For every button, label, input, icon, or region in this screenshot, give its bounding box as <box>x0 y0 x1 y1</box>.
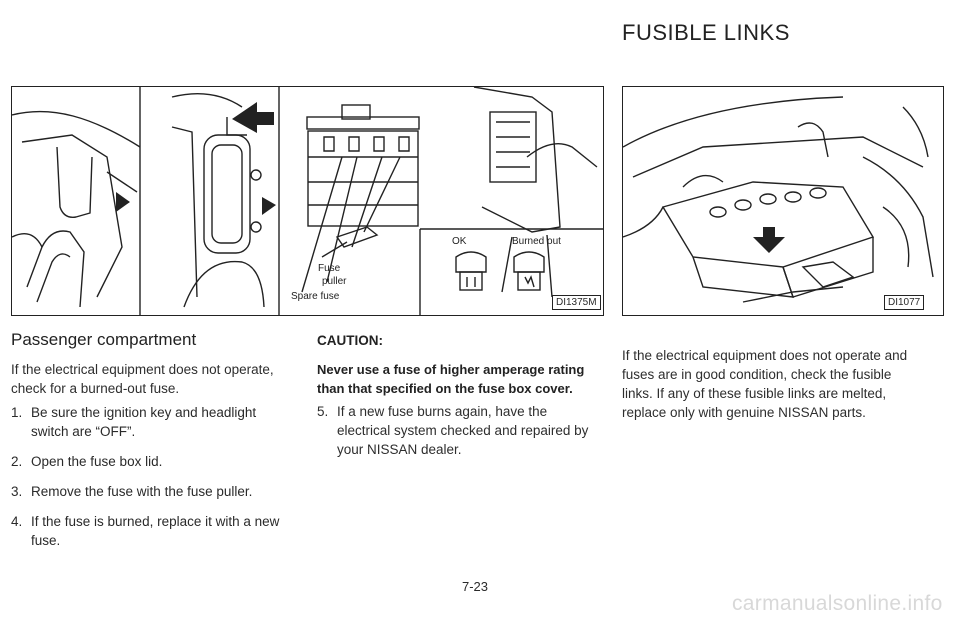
arrow-right-icon <box>262 197 276 215</box>
list-item: 2.Open the fuse box lid. <box>11 454 163 469</box>
list-item: 3.Remove the fuse with the fuse puller. <box>11 484 253 499</box>
figure-code-2: DI1077 <box>884 295 925 310</box>
ok-label: OK <box>452 236 467 247</box>
fuse-puller-label: Fuse <box>318 263 341 274</box>
fuse-box-illustration: Fuse puller Spare fuse OK Burned out <box>11 86 603 315</box>
spare-fuse-label: Spare fuse <box>291 291 340 302</box>
page-number: 7-23 <box>462 579 489 594</box>
arrow-out-icon <box>232 102 274 133</box>
fusible-links-figure: DI1077 <box>622 86 944 316</box>
intro-paragraph: If the electrical equipment does not ope… <box>11 362 274 396</box>
burned-out-label: Burned out <box>512 236 561 247</box>
page-title: FUSIBLE LINKS <box>622 20 790 45</box>
watermark: carmanualsonline.info <box>732 592 943 615</box>
step-5-number: 5. <box>317 404 329 419</box>
section-subheading: Passenger compartment <box>11 330 197 349</box>
fusible-links-paragraph: If the electrical equipment does not ope… <box>622 348 908 420</box>
fuse-box-figure: Fuse puller Spare fuse OK Burned out DI1… <box>11 86 604 316</box>
caution-warning: Never use a fuse of higher amperage rati… <box>317 362 585 396</box>
step-5: 5. If a new fuse burns again, have the e… <box>317 402 602 459</box>
fusible-links-illustration <box>622 96 934 303</box>
list-item: 1.Be sure the ignition key and headlight… <box>11 405 257 439</box>
list-item: 4.If the fuse is burned, replace it with… <box>11 514 280 548</box>
steps-list: 1.Be sure the ignition key and headlight… <box>11 403 286 561</box>
caution-label: CAUTION: <box>317 333 383 348</box>
figure-code-1: DI1375M <box>552 295 601 310</box>
fuse-puller-label-2: puller <box>322 276 347 287</box>
arrow-down-icon <box>753 227 785 253</box>
arrow-right-icon <box>116 192 130 212</box>
step-5-text: If a new fuse burns again, have the elec… <box>337 404 589 457</box>
